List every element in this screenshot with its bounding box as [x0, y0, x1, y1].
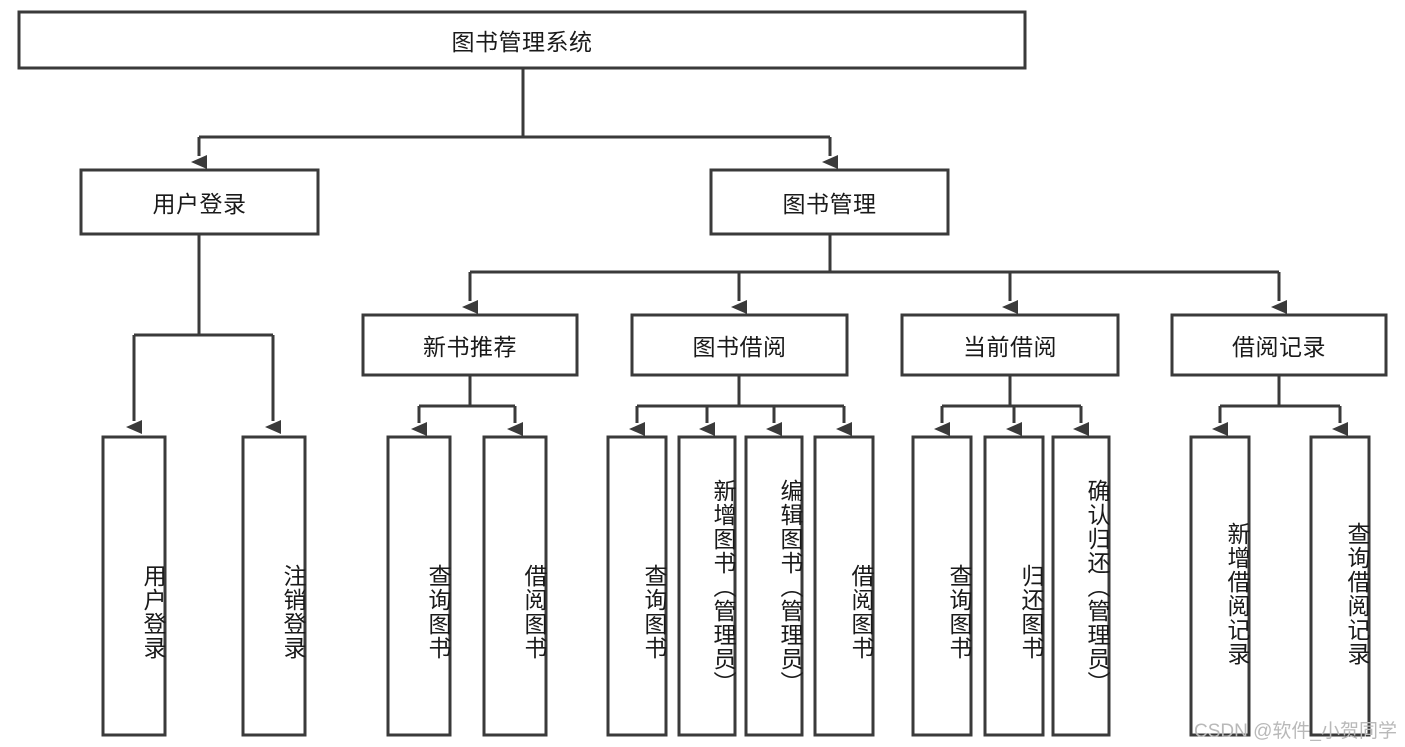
box-leaf-user-logout[interactable]: [241, 435, 307, 737]
box-leaf-query-book-2[interactable]: [606, 435, 668, 737]
box-leaf-edit-book[interactable]: [744, 435, 804, 737]
box-leaf-query-record[interactable]: [1309, 435, 1371, 737]
box-root[interactable]: [17, 10, 1027, 70]
box-current-borrow[interactable]: [900, 313, 1120, 377]
box-leaf-return-book[interactable]: [983, 435, 1045, 737]
box-borrow-record[interactable]: [1170, 313, 1388, 377]
box-leaf-add-book[interactable]: [677, 435, 737, 737]
box-leaf-borrow-book-2[interactable]: [813, 435, 875, 737]
box-leaf-confirm-return[interactable]: [1051, 435, 1111, 737]
box-leaf-user-login[interactable]: [101, 435, 167, 737]
box-leaf-query-book-3[interactable]: [911, 435, 973, 737]
box-user-login[interactable]: [79, 168, 320, 236]
box-new-book-recommend[interactable]: [361, 313, 579, 377]
box-leaf-borrow-book-1[interactable]: [482, 435, 548, 737]
box-leaf-add-record[interactable]: [1189, 435, 1251, 737]
box-book-manage[interactable]: [709, 168, 950, 236]
box-leaf-query-book-1[interactable]: [386, 435, 452, 737]
box-book-borrow[interactable]: [630, 313, 849, 377]
